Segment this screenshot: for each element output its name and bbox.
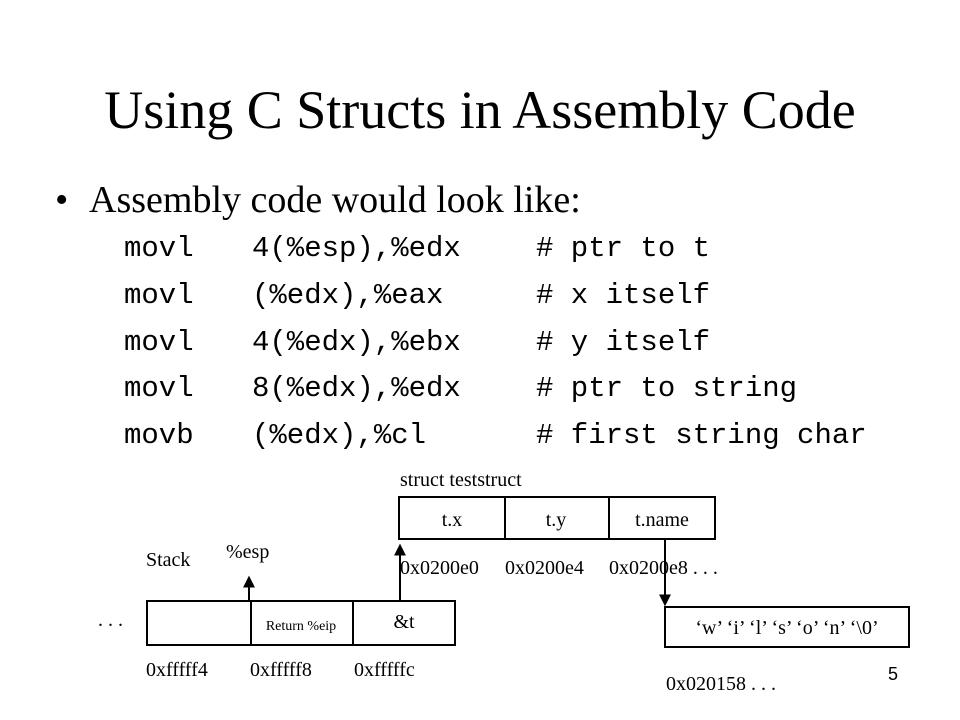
struct-address: 0x0200e8 . . . [609, 557, 718, 579]
code-op: movl [124, 326, 194, 359]
stack-divider [352, 602, 354, 644]
code-args: 4(%edx),%ebx [252, 326, 461, 359]
page-number: 5 [888, 664, 899, 684]
stack-box: Return %eip &t [146, 600, 456, 646]
slide-title: Using C Structs in Assembly Code [104, 80, 856, 140]
bullet-text: Assembly code would look like: [89, 179, 581, 221]
struct-divider [608, 498, 610, 538]
code-op: movl [124, 232, 194, 265]
code-args: (%edx),%cl [252, 419, 427, 452]
struct-label: struct teststruct [400, 469, 522, 491]
string-address: 0x020158 . . . [666, 673, 776, 695]
code-comment: # y itself [536, 326, 711, 359]
code-comment: # ptr to string [536, 372, 798, 405]
code-op: movl [124, 279, 194, 312]
code-args: 4(%esp),%edx [252, 232, 461, 265]
code-comment: # ptr to t [536, 232, 711, 265]
struct-divider [504, 498, 506, 538]
struct-field-y: t.y [545, 509, 567, 531]
esp-label: %esp [226, 541, 270, 563]
stack-ellipsis: . . . [98, 609, 123, 631]
struct-address: 0x0200e4 [505, 557, 584, 579]
string-content: ‘w’ ‘i’ ‘l’ ‘s’ ‘o’ ‘n’ ‘\0’ [695, 617, 879, 639]
stack-address: 0xfffffc [354, 659, 415, 681]
struct-address: 0x0200e0 [400, 557, 479, 579]
code-op: movl [124, 372, 194, 405]
bullet-item: • Assembly code would look like: [55, 178, 581, 222]
stack-address: 0xfffff4 [146, 659, 208, 681]
struct-field-name: t.name [635, 509, 689, 531]
code-comment: # x itself [536, 279, 711, 312]
code-args: (%edx),%eax [252, 279, 444, 312]
code-comment: # first string char [536, 419, 867, 452]
stack-label: Stack [146, 549, 191, 571]
stack-divider [250, 602, 252, 644]
struct-box: t.x t.y t.name [398, 496, 716, 540]
bullet-dot: • [55, 179, 69, 221]
stack-cell-t-pointer: &t [393, 611, 415, 633]
struct-field-x: t.x [441, 509, 463, 531]
stack-cell-return-eip: Return %eip [265, 619, 337, 634]
stack-address: 0xfffff8 [250, 659, 312, 681]
code-op: movb [124, 419, 194, 452]
string-box: ‘w’ ‘i’ ‘l’ ‘s’ ‘o’ ‘n’ ‘\0’ [664, 606, 910, 648]
code-args: 8(%edx),%edx [252, 372, 461, 405]
